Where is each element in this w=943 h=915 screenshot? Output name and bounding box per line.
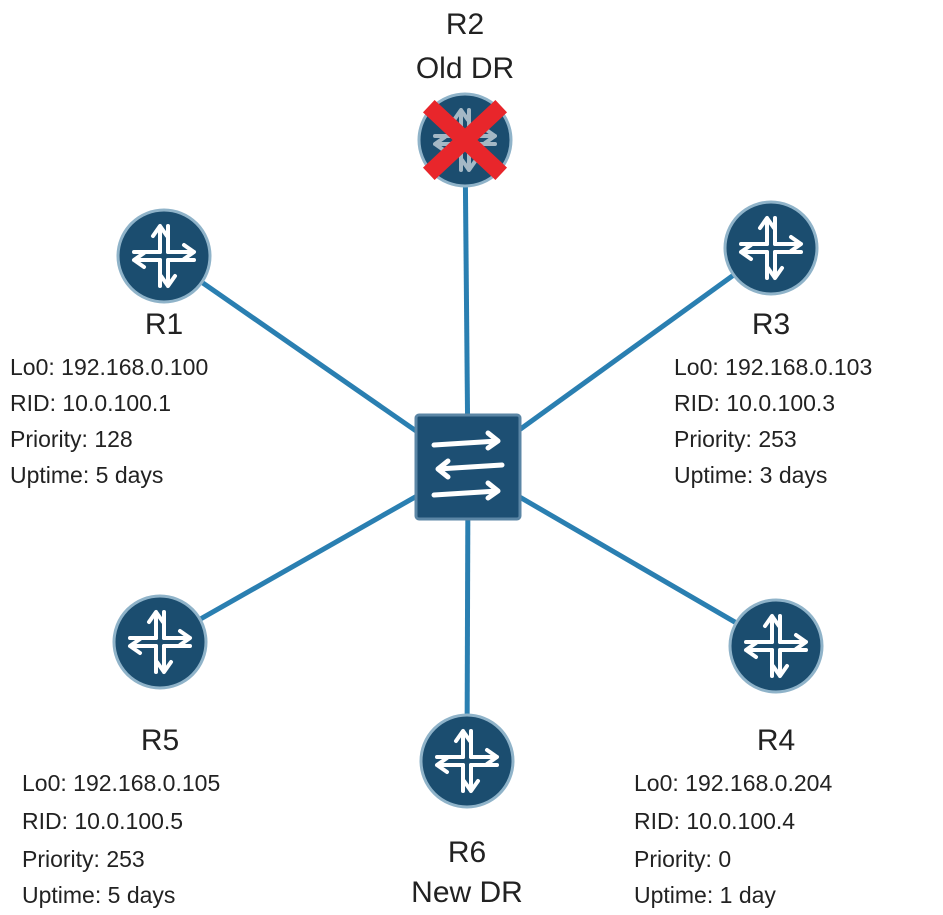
- r5-uptime: Uptime: 5 days: [22, 882, 176, 908]
- router-r4-icon: [728, 598, 824, 694]
- r2-name: R2: [445, 8, 485, 41]
- link-r2-switch: [462, 139, 471, 468]
- r2-role: Old DR: [415, 52, 515, 85]
- r5-name: R5: [140, 724, 180, 757]
- r4-uptime: Uptime: 1 day: [634, 882, 776, 908]
- switch-icon: [414, 413, 522, 521]
- r1-rid: RID: 10.0.100.1: [10, 390, 172, 416]
- r3-uptime: Uptime: 3 days: [674, 462, 828, 488]
- r5-lo0: Lo0: 192.168.0.105: [22, 770, 221, 796]
- r1-name: R1: [144, 308, 184, 341]
- r1-lo0: Lo0: 192.168.0.100: [10, 354, 209, 380]
- r3-rid: RID: 10.0.100.3: [674, 390, 836, 416]
- r4-name: R4: [756, 724, 796, 757]
- router-r2-failed-icon: [417, 92, 513, 188]
- r4-lo0: Lo0: 192.168.0.204: [634, 770, 833, 796]
- r3-priority: Priority: 253: [674, 426, 797, 452]
- router-r5-icon: [112, 594, 208, 690]
- r1-uptime: Uptime: 5 days: [10, 462, 164, 488]
- router-r3-icon: [723, 200, 819, 296]
- r1-priority: Priority: 128: [10, 426, 133, 452]
- router-r1-icon: [116, 208, 212, 304]
- r6-name: R6: [447, 836, 487, 869]
- r4-priority: Priority: 0: [634, 846, 732, 872]
- r3-name: R3: [751, 308, 791, 341]
- r6-role: New DR: [411, 876, 523, 909]
- router-r6-icon: [419, 713, 515, 809]
- failed-x-icon: [422, 99, 508, 181]
- r3-lo0: Lo0: 192.168.0.103: [674, 354, 873, 380]
- r5-rid: RID: 10.0.100.5: [22, 808, 184, 834]
- r5-priority: Priority: 253: [22, 846, 145, 872]
- r4-rid: RID: 10.0.100.4: [634, 808, 796, 834]
